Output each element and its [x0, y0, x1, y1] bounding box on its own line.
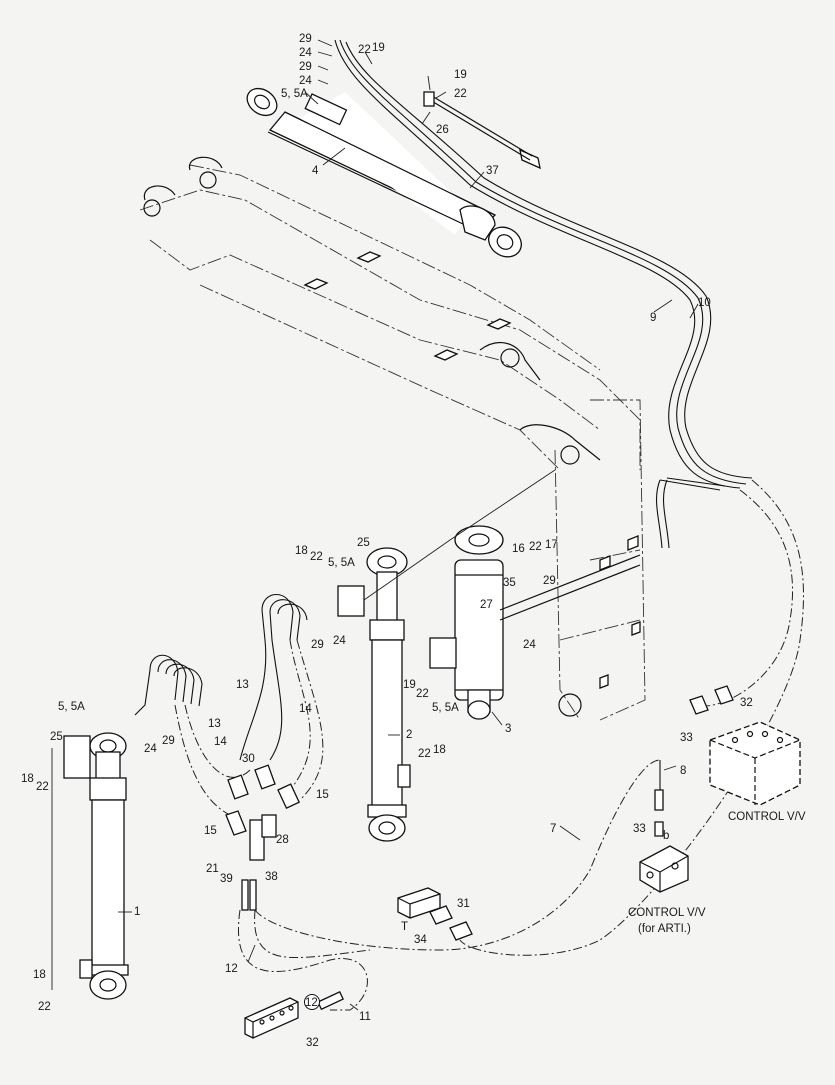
callout-24: 24 — [144, 743, 157, 755]
callout-29: 29 — [311, 639, 324, 651]
callout-35: 35 — [503, 577, 516, 589]
callout-11: 11 — [359, 1011, 371, 1023]
control-valve-label: CONTROL V/V — [728, 811, 806, 823]
callout-28: 28 — [276, 834, 289, 846]
callout-22: 22 — [36, 781, 49, 793]
callout-18: 18 — [21, 773, 34, 785]
lower-manifold — [244, 990, 344, 1039]
callout-24: 24 — [299, 75, 312, 87]
leader-lines — [118, 39, 699, 1011]
callout-21: 21 — [206, 863, 219, 875]
callout-13: 13 — [208, 718, 221, 730]
callout-33: 33 — [680, 732, 693, 744]
callout-7: 7 — [550, 823, 556, 835]
callout-38: 38 — [265, 871, 278, 883]
callout-29: 29 — [543, 575, 556, 587]
callout-22: 22 — [416, 688, 429, 700]
callout-34: 34 — [414, 934, 427, 946]
callout-18: 18 — [433, 744, 446, 756]
callout-24: 24 — [299, 47, 312, 59]
callout-22: 22 — [418, 748, 431, 760]
callout-24: 24 — [523, 639, 536, 651]
callout-15: 15 — [204, 825, 217, 837]
cylinder-1 — [51, 732, 129, 1000]
arm-hose — [655, 477, 726, 549]
callout-24: 24 — [333, 635, 346, 647]
callout-22: 22 — [454, 88, 467, 100]
callout-18: 18 — [295, 545, 308, 557]
callout-12: 12 — [305, 997, 318, 1009]
callout-22: 22 — [529, 541, 542, 553]
cylinder-2 — [337, 469, 556, 842]
callout-5-5a: 5, 5A — [281, 88, 308, 100]
callout-22: 22 — [358, 44, 371, 56]
callout-19: 19 — [403, 679, 416, 691]
hose-pair-9-10 — [334, 39, 804, 956]
callout-39: 39 — [220, 873, 233, 885]
hose-bundle-13-14 — [134, 594, 324, 816]
cylinder-4 — [246, 87, 541, 258]
callout-30: 30 — [242, 753, 255, 765]
callout-31: 31 — [457, 898, 470, 910]
callout-19: 19 — [372, 42, 385, 54]
tank-block — [397, 887, 473, 941]
callout-32: 32 — [740, 697, 753, 709]
control-valve-main — [689, 685, 801, 806]
circled-callout-12: 12 — [304, 994, 320, 1010]
callout-18: 18 — [33, 969, 46, 981]
callout-14: 14 — [299, 703, 312, 715]
arm-frame — [554, 399, 646, 721]
control-valve-arti — [639, 789, 689, 893]
callout-29: 29 — [162, 735, 175, 747]
callout-14: 14 — [214, 736, 227, 748]
fitting-cluster — [225, 759, 661, 1011]
callout-25: 25 — [50, 731, 63, 743]
callout-22: 22 — [38, 1001, 51, 1013]
callout-32: 32 — [306, 1037, 319, 1049]
callout-13: 13 — [236, 679, 249, 691]
callout-b: b — [663, 830, 669, 842]
callout-15: 15 — [316, 789, 329, 801]
callout-12: 12 — [225, 963, 238, 975]
callout-5-5a: 5, 5A — [432, 702, 459, 714]
callout-33: 33 — [633, 823, 646, 835]
callout-8: 8 — [680, 765, 686, 777]
callout-9: 9 — [650, 312, 656, 324]
callout-5-5a: 5, 5A — [328, 557, 355, 569]
control-valve-arti-sublabel: (for ARTI.) — [638, 923, 691, 935]
callout-37: 37 — [486, 165, 499, 177]
cylinder-3 — [429, 525, 641, 720]
callout-2: 2 — [406, 729, 412, 741]
control-valve-arti-label: CONTROL V/V — [628, 907, 706, 919]
callout-t: T — [401, 921, 408, 933]
control-valve-labels: CONTROL V/V CONTROL V/V (for ARTI.) — [628, 811, 806, 935]
callout-19: 19 — [454, 69, 467, 81]
callout-25: 25 — [357, 537, 370, 549]
callout-16: 16 — [512, 543, 525, 555]
callout-27: 27 — [480, 599, 493, 611]
callout-4: 4 — [312, 165, 319, 177]
boom-outline — [139, 156, 641, 471]
callout-5-5a: 5, 5A — [58, 701, 85, 713]
callout-17: 17 — [545, 539, 558, 551]
callout-3: 3 — [505, 723, 511, 735]
callout-29: 29 — [299, 33, 312, 45]
callout-22: 22 — [310, 551, 323, 563]
callout-labels: 29 24 29 24 22 19 19 22 26 5, 5A 4 37 9 … — [21, 33, 753, 1049]
callout-29: 29 — [299, 61, 312, 73]
callout-10: 10 — [698, 297, 711, 309]
callout-1: 1 — [134, 906, 140, 918]
callout-26: 26 — [436, 124, 449, 136]
